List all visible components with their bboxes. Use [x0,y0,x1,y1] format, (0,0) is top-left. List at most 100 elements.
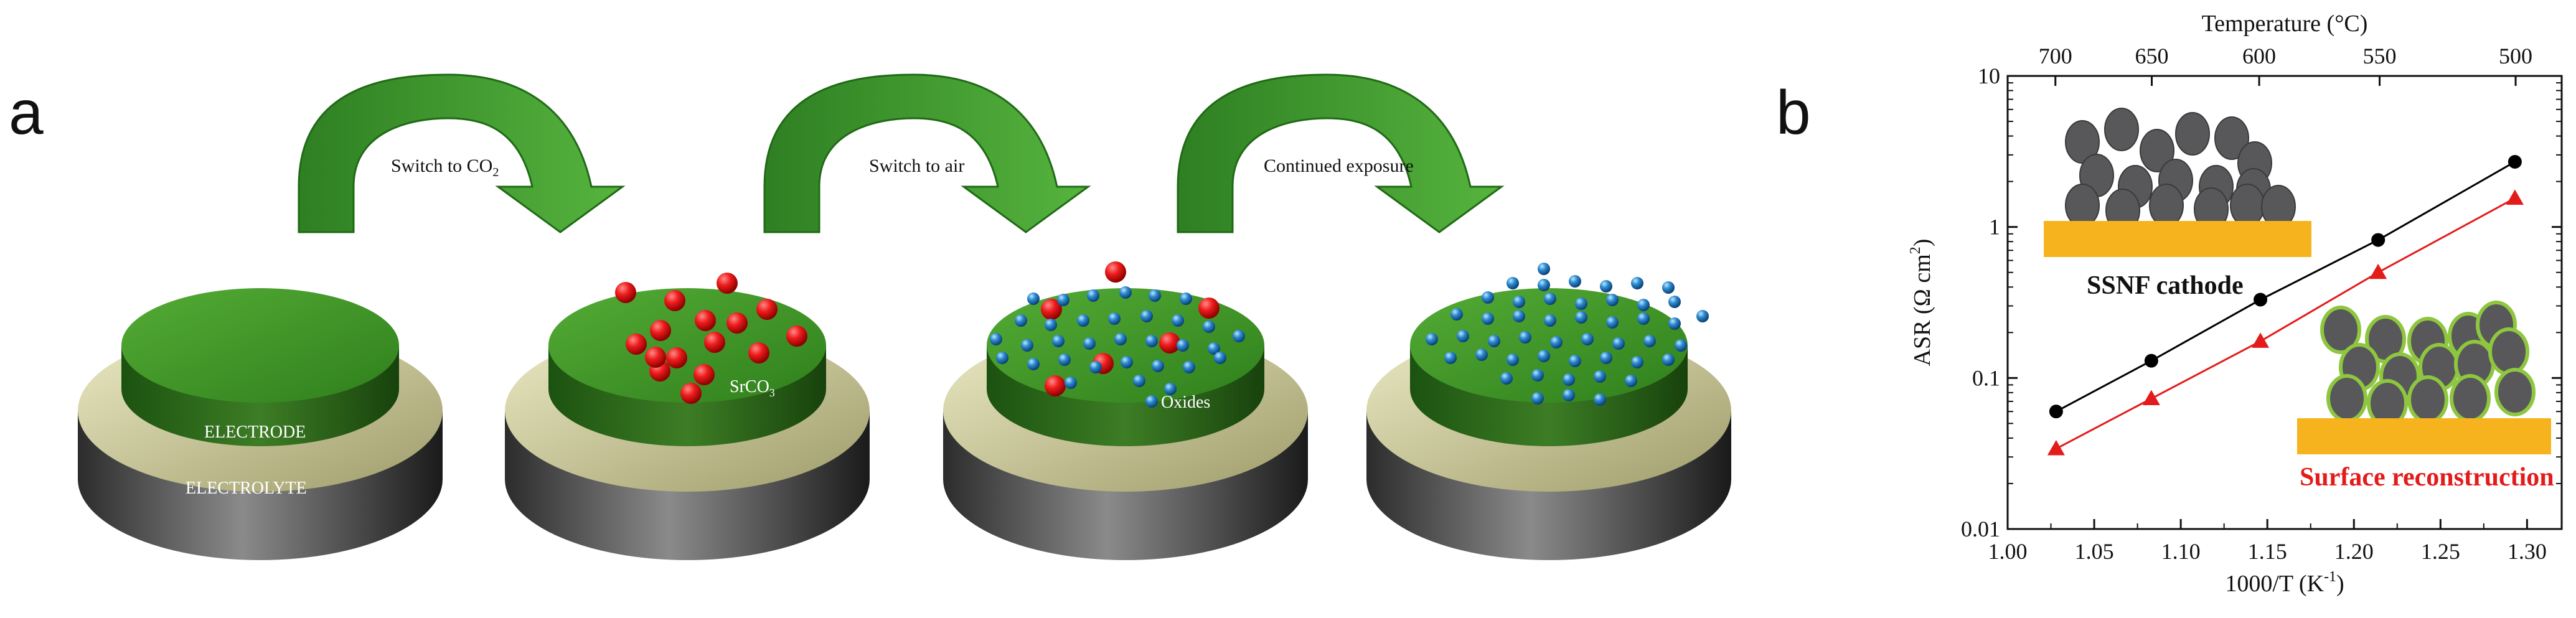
oxide-particle [1600,280,1612,293]
oxide-particle [1108,312,1121,325]
oxide-particle [1606,294,1619,306]
arrow-continued-exposure [1177,73,1505,233]
x-axis-title: 1000/T (K-1) [2225,569,2344,597]
srco3-particle [693,364,715,385]
oxide-particle [1214,352,1226,364]
panel-b-letter: b [1776,78,1811,147]
inset-bottom-caption: Surface reconstruction [2300,463,2554,492]
cell-disk-oxides-final [1366,288,1731,560]
oxide-particle [1426,333,1438,345]
series-1-point [2047,440,2065,456]
inset-coated-particle [2450,374,2491,423]
arrow-label-co2: Switch to CO2 [391,156,499,179]
oxide-particle [1668,296,1681,308]
top-tick-label: 550 [2363,44,2397,68]
oxide-particle [1507,353,1519,366]
oxide-particle [1696,310,1709,322]
inset-bottom-particles [2320,301,2536,428]
oxide-particle [1594,370,1606,383]
srco3-particle [1045,375,1066,396]
series-1-point [2506,189,2524,205]
x-tick-label: 1.30 [2508,539,2547,564]
oxide-particle [1662,281,1675,294]
oxide-particle [1177,339,1189,352]
srco3-particle [786,325,807,347]
oxide-particle [1172,314,1184,327]
srco3-particle [695,310,716,331]
srco3-particle [650,320,671,341]
inset-particle [2140,129,2174,172]
oxide-particle [1058,353,1071,366]
y-axis-title: ASR (Ω cm2) [1907,239,1935,367]
oxide-particle [1180,293,1192,305]
oxide-particle [1077,314,1089,327]
oxide-particle [1482,291,1494,304]
inset-ssnf-cathode: SSNF cathode [2044,108,2311,300]
oxide-particle [1145,395,1158,408]
oxide-particle [1089,361,1102,373]
srco3-particle [704,332,725,353]
oxide-particle [990,333,1002,345]
oxide-particle [1083,337,1096,350]
oxide-particle [1065,377,1077,389]
oxide-particle [1569,355,1581,367]
inset-particle [2175,112,2210,156]
oxide-particle [1208,342,1220,355]
x-tick-label: 1.15 [2248,539,2287,564]
x-tick-label: 1.25 [2421,539,2460,564]
oxide-particle [1507,277,1519,289]
oxide-particle [996,352,1008,364]
y-tick-label: 0.01 [1961,517,2000,541]
srco3-particle [1198,297,1220,319]
oxide-particle [1581,333,1594,345]
series-0-point [2049,405,2063,419]
oxide-particle [1152,360,1164,372]
top-tick-label: 650 [2135,44,2169,68]
arrow-switch-to-air [763,73,1091,233]
inset-top-substrate [2044,221,2311,257]
series-0-point [2144,353,2158,368]
top-tick-label: 700 [2039,44,2072,68]
cell-disk-initial [78,288,443,560]
inset-particle [2230,184,2265,227]
oxide-particle [1183,361,1195,373]
oxide-particle [1027,358,1040,370]
oxide-particle [1444,352,1457,364]
srco3-particle [1105,261,1126,283]
oxide-particle [1531,392,1544,405]
oxide-particle [1531,369,1544,382]
inset-coated-particle [2407,375,2448,424]
oxide-particle [1606,316,1619,329]
oxide-particle [1569,275,1581,288]
inset-coated-particle [2326,374,2367,423]
oxide-particle [1233,330,1245,342]
series-1-point [2369,263,2387,279]
oxide-particle [1643,335,1656,347]
oxide-particle [1475,349,1488,361]
electrode-label: ELECTRODE [204,423,306,442]
oxide-particle [1538,263,1550,275]
srco3-particle [717,273,738,294]
srco3-particle [756,299,778,320]
inset-coated-particle [2494,368,2536,416]
oxide-particle [1563,389,1575,401]
oxide-particle [1631,356,1643,368]
arrow-switch-to-co2 [298,73,626,233]
oxide-particle [1164,383,1177,395]
oxide-particle [1637,299,1650,311]
arrow-label-continued: Continued exposure [1264,156,1414,176]
oxides-label: Oxides [1161,393,1210,412]
cell-disk-srco3 [505,288,870,560]
electrolyte-label: ELECTROLYTE [186,479,307,498]
inset-particle [2214,116,2249,160]
srco3-particle [1159,332,1180,353]
x-tick-label: 1.10 [2161,539,2201,564]
srco3-particle [615,282,636,303]
oxide-particle [1575,297,1587,310]
oxide-particle [1087,289,1099,302]
oxide-particle [1513,310,1525,322]
inset-bottom-substrate [2297,418,2551,454]
oxide-particle [1637,312,1650,325]
oxide-particle [1625,375,1637,387]
